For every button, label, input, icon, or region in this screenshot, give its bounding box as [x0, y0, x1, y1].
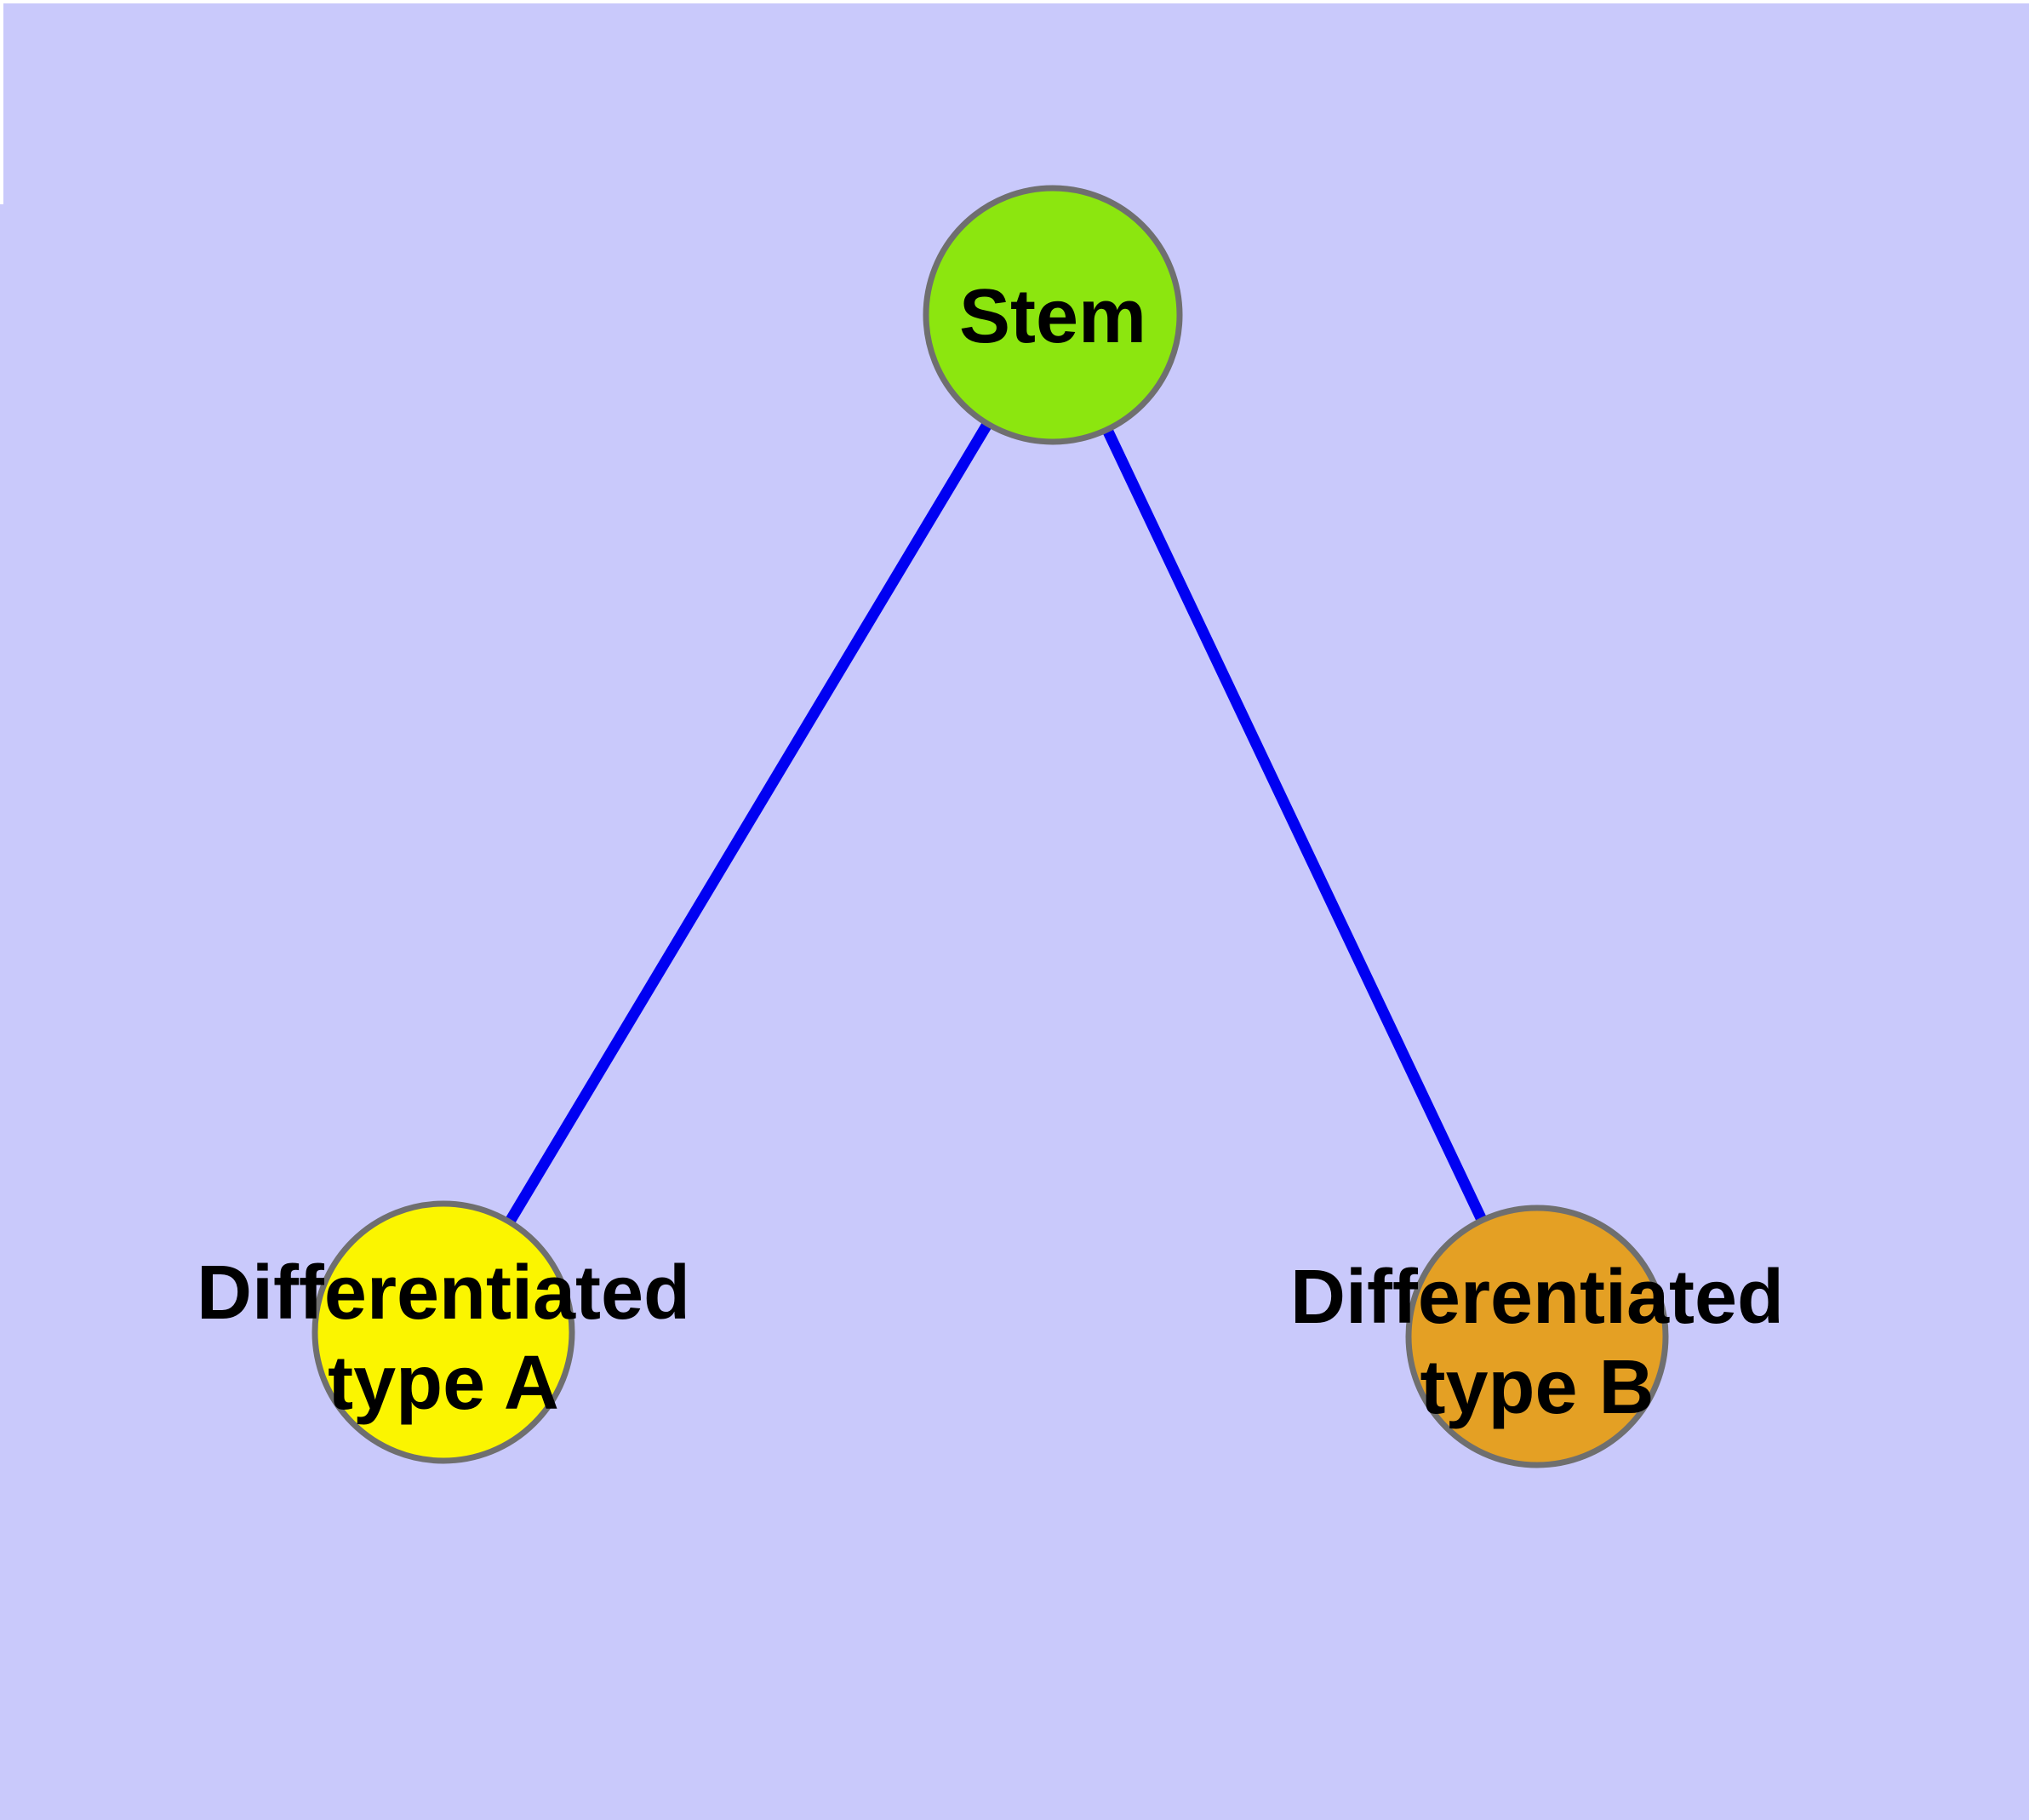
page-edge-artifacts	[0, 0, 2029, 204]
edges-layer	[438, 312, 1542, 1339]
node-label-stem: Stem	[959, 274, 1146, 359]
nodes-layer	[311, 185, 1669, 1468]
page-edge-top	[0, 0, 2029, 3]
edge-stem-to-diff-type-b	[1048, 312, 1542, 1339]
node-stem	[923, 185, 1183, 445]
edge-stem-to-diff-type-a	[438, 312, 1058, 1336]
node-diff-type-a	[311, 1200, 575, 1464]
node-diff-type-b	[1405, 1205, 1669, 1468]
page-edge-left	[0, 0, 3, 204]
